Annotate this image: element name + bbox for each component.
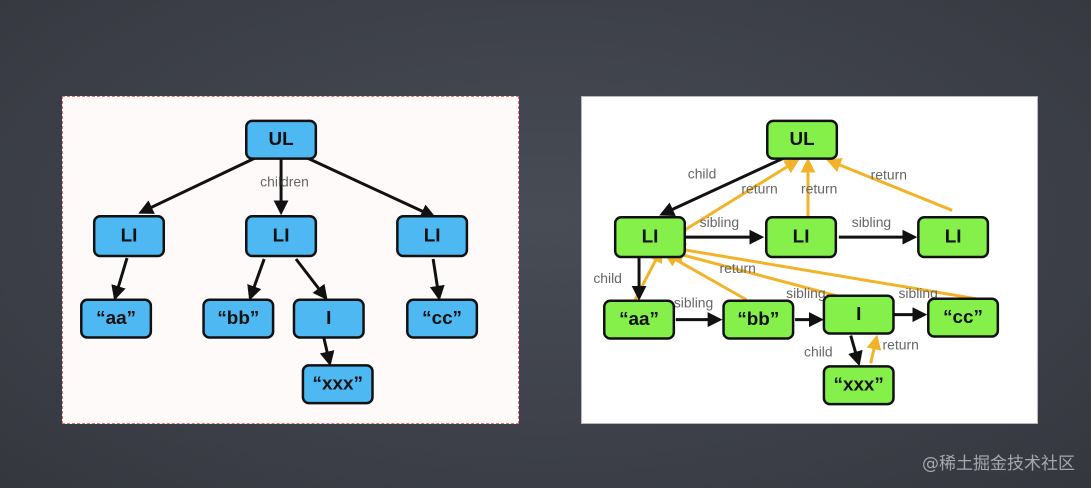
svg-text:“aa”: “aa”: [619, 309, 659, 330]
node-text-aa: “aa”: [80, 298, 153, 339]
svg-text:LI: LI: [793, 227, 810, 248]
fiber-node-text-cc: “cc”: [927, 297, 1000, 338]
label-child-ul: child: [688, 166, 717, 182]
watermark: @稀土掘金技术社区: [922, 454, 1075, 474]
svg-text:I: I: [856, 304, 861, 325]
label-return-li2: return: [801, 180, 837, 196]
label-sibling-aa: sibling: [674, 295, 713, 311]
fiber-node-li-1: LI: [613, 216, 687, 259]
label-return-xxx: return: [883, 336, 919, 352]
fiber-node-text-aa: “aa”: [603, 299, 676, 340]
node-li-2: LI: [245, 215, 318, 258]
label-return-li1-children: return: [720, 260, 756, 276]
vdom-children-diagram: children UL LI LI LI “aa” “bb” I: [62, 96, 519, 424]
return-i-li1: [668, 247, 838, 298]
children-edges: [111, 153, 445, 367]
svg-text:LI: LI: [642, 227, 659, 248]
svg-text:“cc”: “cc”: [943, 307, 983, 328]
svg-text:“xxx”: “xxx”: [834, 375, 884, 396]
edge-li1-aa: [111, 257, 129, 301]
child-ul-li1: [659, 153, 792, 217]
children-label: children: [260, 173, 309, 189]
edge-li3-cc: [429, 258, 445, 301]
child-sibling-edges: [631, 153, 928, 367]
node-li-1: LI: [92, 215, 166, 258]
label-child-i: child: [804, 343, 833, 359]
edge-li2-bb: [247, 258, 266, 301]
svg-text:LI: LI: [424, 226, 441, 247]
label-sibling-bb: sibling: [786, 285, 825, 301]
node-text-cc: “cc”: [406, 298, 479, 339]
edge-ul-li3: [299, 153, 436, 219]
label-sibling-i: sibling: [898, 285, 937, 301]
return-cc-li1: [670, 242, 977, 301]
svg-text:UL: UL: [789, 129, 814, 150]
svg-text:“xxx”: “xxx”: [313, 374, 363, 395]
edge-li2-i: [294, 258, 328, 301]
svg-text:“bb”: “bb”: [737, 309, 779, 330]
label-return-li3: return: [871, 166, 907, 182]
svg-text:UL: UL: [268, 129, 293, 150]
edge-i-xxx: [319, 337, 335, 367]
node-i: I: [292, 298, 365, 339]
fiber-edge-labels: child return return return sibling sibli…: [593, 166, 938, 360]
children-tree-svg: children UL LI LI LI “aa” “bb” I: [80, 119, 479, 405]
svg-text:LI: LI: [273, 226, 290, 247]
edge-ul-li1: [138, 153, 263, 214]
return-li3-ul: [826, 158, 953, 212]
fiber-node-li-3: LI: [917, 216, 990, 259]
label-sibling-li1: sibling: [700, 214, 739, 230]
fiber-node-text-bb: “bb”: [722, 299, 795, 340]
svg-text:“bb”: “bb”: [217, 308, 259, 329]
fiber-node-ul: UL: [766, 119, 839, 160]
node-text-xxx: “xxx”: [301, 364, 374, 405]
fiber-tree-diagram: child return return return sibling sibli…: [581, 96, 1038, 424]
svg-text:“aa”: “aa”: [96, 308, 136, 329]
child-i-xxx: [848, 335, 863, 367]
return-xxx-i: [866, 334, 882, 364]
svg-text:LI: LI: [121, 226, 138, 247]
fiber-node-text-xxx: “xxx”: [822, 365, 895, 406]
fiber-tree-svg: child return return return sibling sibli…: [593, 119, 1000, 406]
node-text-bb: “bb”: [202, 298, 275, 339]
return-edges: [633, 157, 977, 364]
node-li-3: LI: [396, 215, 469, 258]
label-child-li1: child: [593, 270, 622, 286]
svg-text:I: I: [326, 308, 331, 329]
fiber-node-li-2: LI: [765, 216, 838, 259]
node-ul: UL: [245, 119, 318, 160]
label-return-li1: return: [741, 180, 777, 196]
svg-text:LI: LI: [945, 227, 962, 248]
svg-text:“cc”: “cc”: [422, 308, 462, 329]
label-sibling-li2: sibling: [852, 214, 891, 230]
fiber-node-i: I: [822, 294, 895, 335]
